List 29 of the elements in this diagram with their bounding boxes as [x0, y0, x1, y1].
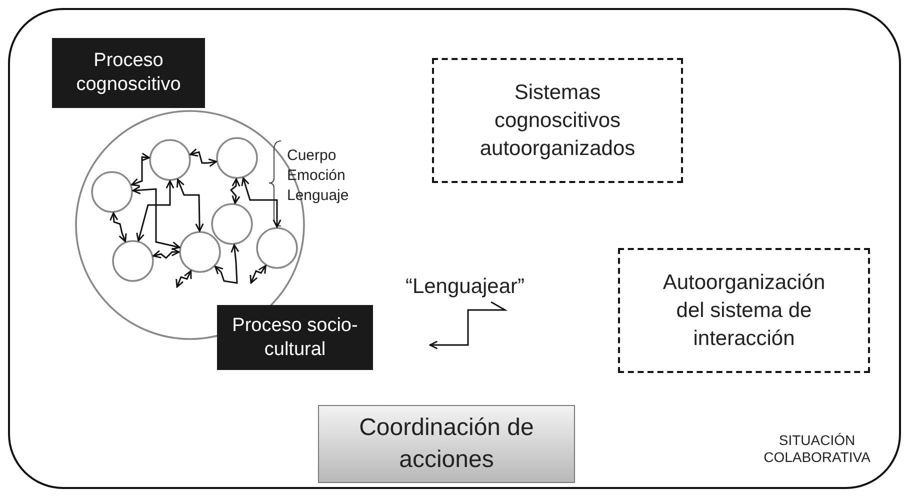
label-box: Proceso cognoscitivo: [52, 38, 205, 108]
arrow: [132, 186, 180, 250]
circle: [91, 171, 133, 213]
arrow: [230, 178, 240, 204]
arrow: [110, 212, 127, 242]
arrow: [176, 270, 192, 288]
shaded-box: Coordinación de acciones: [318, 405, 575, 483]
rounded-frame: [8, 8, 901, 489]
arrow: [131, 152, 150, 186]
arrow: [136, 180, 174, 242]
arrow: [152, 248, 180, 259]
circle: [179, 231, 221, 273]
arrow: [176, 178, 204, 232]
frame-label: SITUACIÓN COLABORATIVA: [762, 432, 872, 466]
circle: [149, 139, 191, 181]
arrow: [250, 264, 266, 284]
arrow: [429, 301, 508, 350]
circle: [112, 240, 154, 282]
side-label: Cuerpo Emoción Lenguaje: [287, 146, 350, 206]
arrow: [214, 244, 240, 284]
label-box: Proceso socio-cultural: [217, 305, 373, 370]
dashed-box: Autoorganización del sistema de interacción: [618, 248, 870, 373]
arrow: [190, 148, 218, 168]
dashed-box: Sistemas cognoscitivos autoorganizados: [432, 58, 683, 183]
arrow: [241, 177, 282, 228]
circle: [216, 137, 258, 179]
circle: [256, 227, 298, 269]
circle: [211, 203, 253, 245]
quote-text: “Lenguajear”: [385, 272, 545, 302]
